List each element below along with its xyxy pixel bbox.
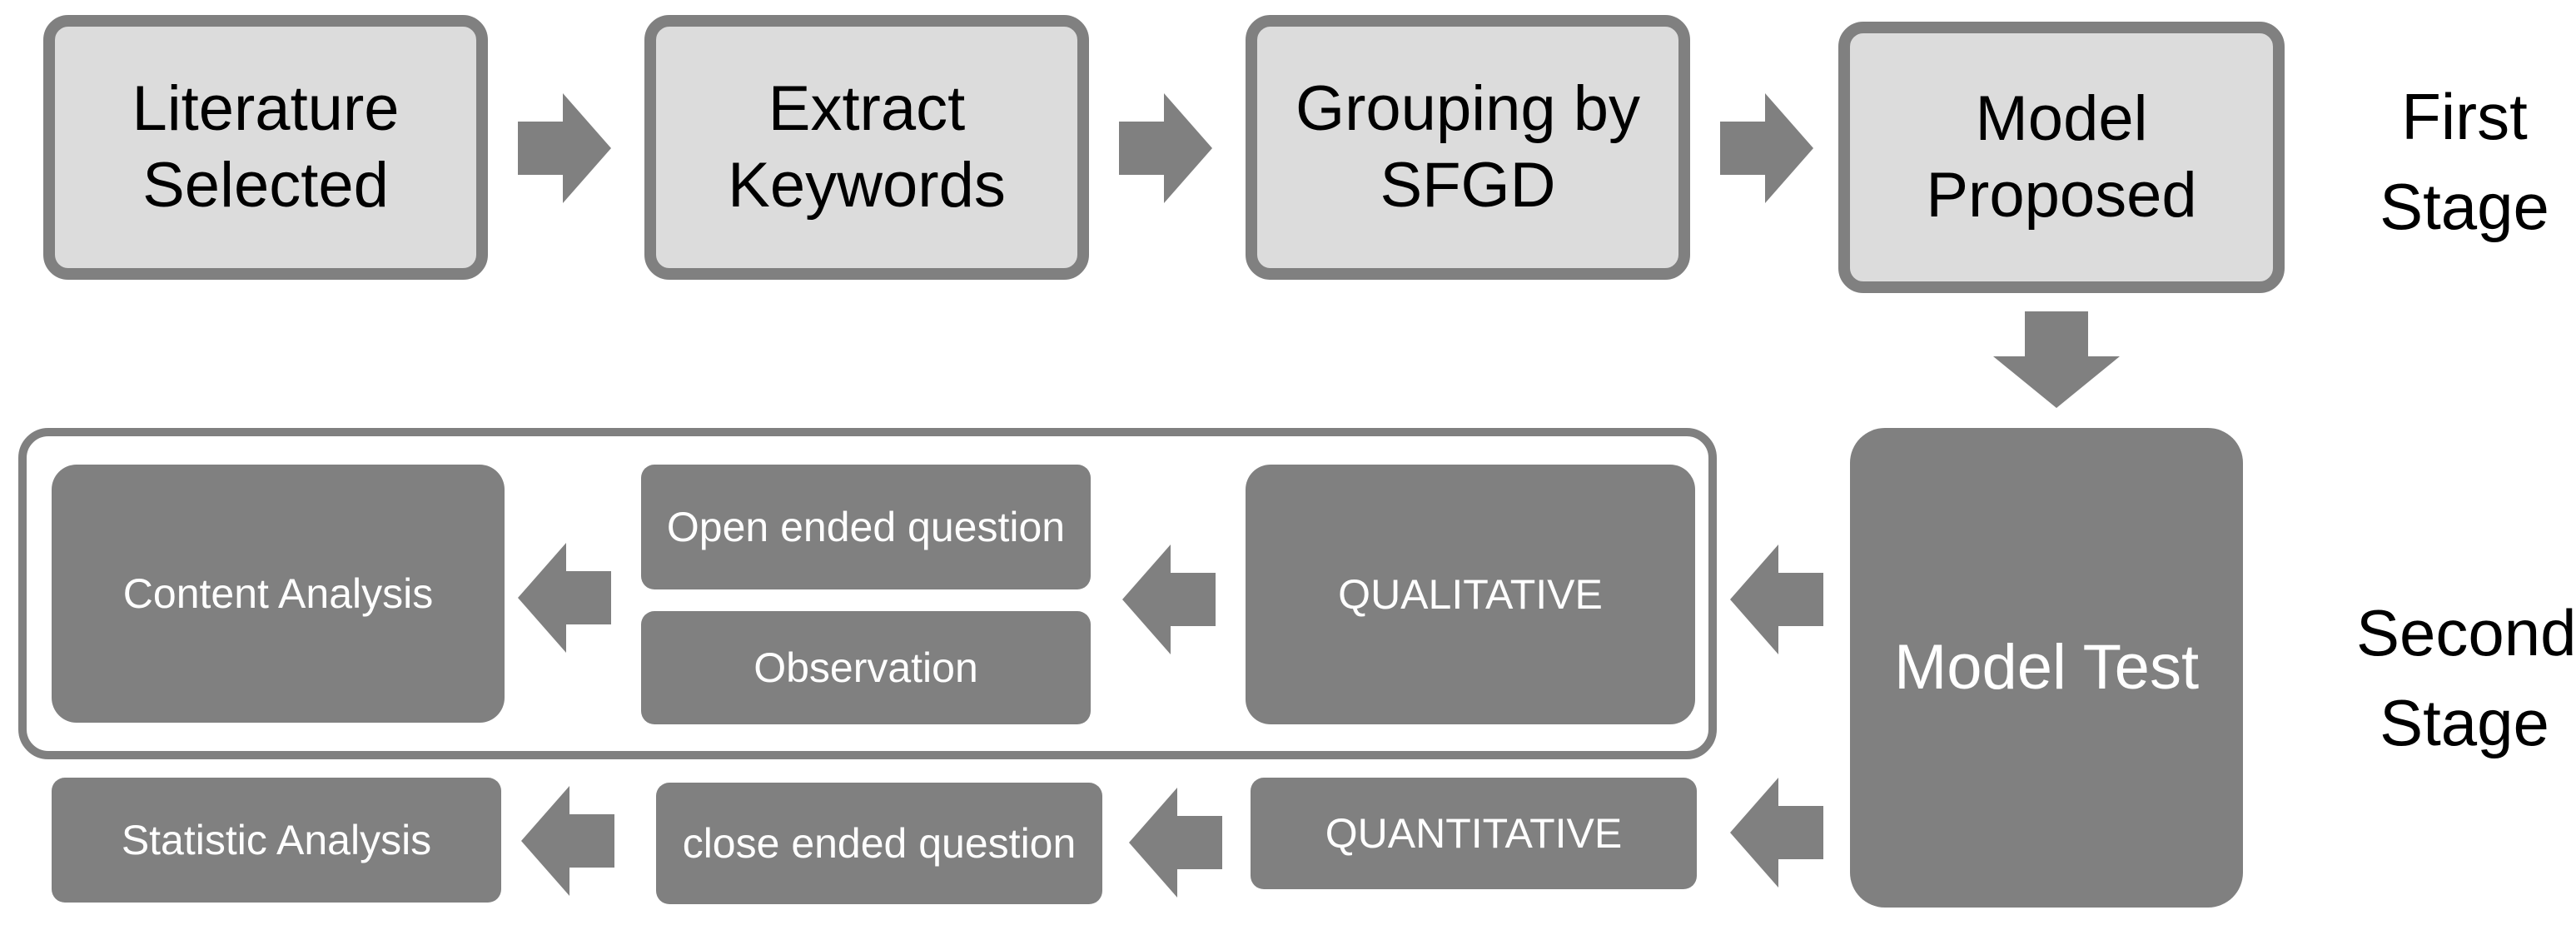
open-ended-question-label: Open ended question xyxy=(666,504,1066,550)
qualitative-group-outline xyxy=(18,428,1717,759)
second-stage-label-line1: Second xyxy=(2356,596,2576,669)
statistic-analysis-label: Statistic Analysis xyxy=(121,817,432,863)
arrow-left-icon xyxy=(521,786,614,896)
extract-keywords-line1: Extract xyxy=(768,73,966,144)
qualitative-label: QUALITATIVE xyxy=(1338,571,1603,618)
content-analysis-box: Content Analysis xyxy=(52,465,505,723)
quantitative-label: QUANTITATIVE xyxy=(1325,810,1623,857)
literature-selected-box: Literature Selected xyxy=(43,15,488,280)
extract-keywords-box: Extract Keywords xyxy=(644,15,1089,280)
model-test-label: Model Test xyxy=(1893,632,2200,703)
grouping-by-sfgd-box: Grouping by SFGD xyxy=(1246,15,1690,280)
observation-label: Observation xyxy=(753,644,978,691)
first-stage-label: First Stage xyxy=(2356,72,2573,251)
qualitative-box: QUALITATIVE xyxy=(1246,465,1695,724)
literature-selected-line1: Literature xyxy=(132,73,400,144)
quantitative-box: QUANTITATIVE xyxy=(1251,778,1697,889)
grouping-by-sfgd-line2: SFGD xyxy=(1380,150,1556,221)
model-proposed-line1: Model xyxy=(1975,83,2148,154)
arrow-down-icon xyxy=(1993,311,2120,408)
arrow-left-icon xyxy=(518,543,611,653)
second-stage-label-line2: Stage xyxy=(2380,686,2549,759)
arrow-left-icon xyxy=(1730,545,1823,654)
close-ended-question-box: close ended question xyxy=(656,783,1102,904)
statistic-analysis-box: Statistic Analysis xyxy=(52,778,501,903)
first-stage-label-line1: First xyxy=(2401,80,2528,153)
grouping-by-sfgd-line1: Grouping by xyxy=(1295,73,1641,144)
close-ended-question-label: close ended question xyxy=(682,820,1077,867)
first-stage-label-line2: Stage xyxy=(2380,170,2549,243)
model-test-box: Model Test xyxy=(1850,428,2243,908)
open-ended-question-box: Open ended question xyxy=(641,465,1091,589)
arrow-left-icon xyxy=(1122,545,1216,654)
observation-box: Observation xyxy=(641,611,1091,724)
model-proposed-box: Model Proposed xyxy=(1838,22,2285,293)
arrow-left-icon xyxy=(1730,778,1823,888)
second-stage-label: Second Stage xyxy=(2356,588,2576,768)
extract-keywords-line2: Keywords xyxy=(728,150,1006,221)
content-analysis-label: Content Analysis xyxy=(122,570,434,617)
arrow-right-icon xyxy=(1119,93,1212,203)
arrow-left-icon xyxy=(1129,788,1222,898)
arrow-right-icon xyxy=(1720,93,1813,203)
arrow-right-icon xyxy=(518,93,611,203)
literature-selected-line2: Selected xyxy=(142,150,389,221)
model-proposed-line2: Proposed xyxy=(1926,160,2197,231)
